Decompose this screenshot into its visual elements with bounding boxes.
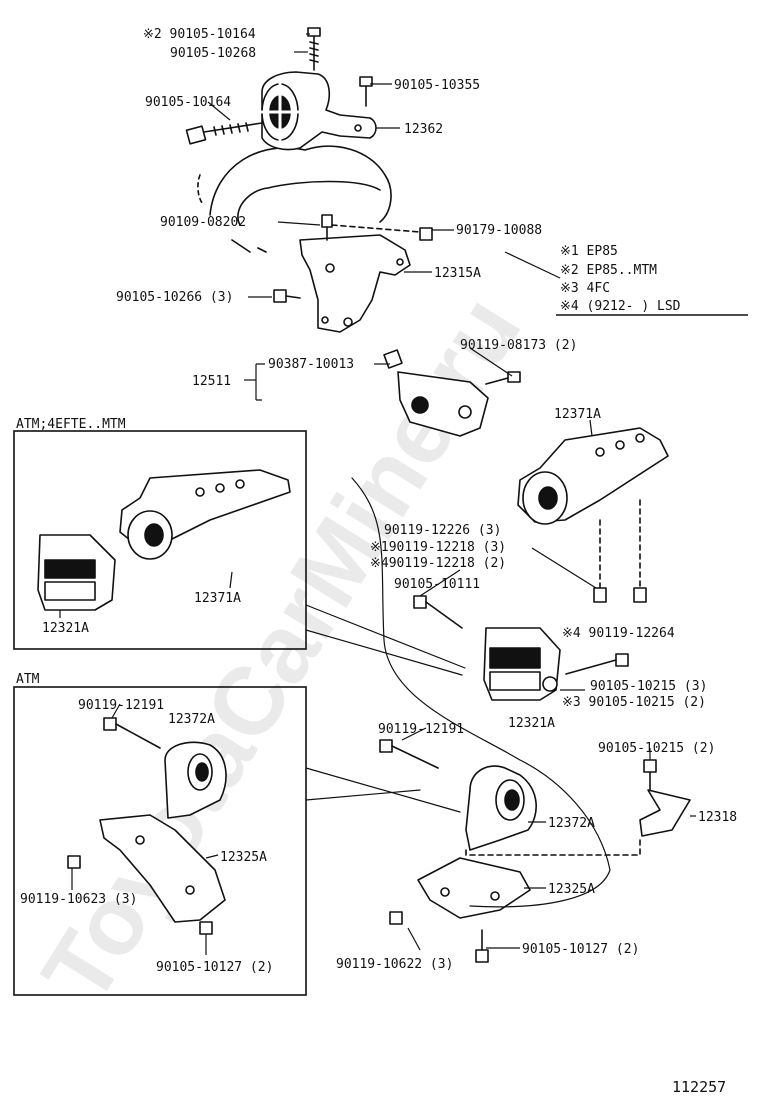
label-90105-10111: 90105-10111 xyxy=(394,577,480,592)
note-3: ※3 4FC xyxy=(560,281,610,296)
stay-12318 xyxy=(639,759,691,837)
label-90179-10088: 90179-10088 xyxy=(456,223,542,238)
label-12318: 12318 xyxy=(698,810,737,825)
bracket-12315a xyxy=(299,214,433,333)
label-12362: 12362 xyxy=(404,122,443,137)
label-90105-10266: 90105-10266 (3) xyxy=(116,290,233,305)
panel2-mount-12372a xyxy=(103,717,227,819)
label-90119-10622: 90119-10622 (3) xyxy=(336,957,453,972)
note-4: ※4 (9212- ) LSD xyxy=(560,299,681,314)
panel2-bracket-12325a xyxy=(67,814,226,935)
label-90105-10268: 90105-10268 xyxy=(170,46,256,61)
panel1-label-12321a: 12321A xyxy=(42,621,89,636)
connector-panel2b xyxy=(305,789,421,801)
panel2-label-12325a: 12325A xyxy=(220,850,267,865)
bracket-12325a-main xyxy=(389,839,641,963)
label-90119-12218-note4: ※490119-12218 (2) xyxy=(370,556,506,571)
panel-atm-title: ATM xyxy=(16,672,40,687)
leader-lines xyxy=(59,33,696,955)
label-90119-08173: 90119-08173 (2) xyxy=(460,338,577,353)
mount-12321a-main xyxy=(413,595,629,701)
bolt-90105-10355 xyxy=(359,76,373,107)
panel1-mount-12371a xyxy=(119,469,291,560)
label-90119-12264-note4: ※4 90119-12264 xyxy=(562,626,675,641)
label-90119-12226: 90119-12226 (3) xyxy=(384,523,501,538)
bolt-90105-10266 xyxy=(273,289,301,303)
bolt-90105-10268 xyxy=(307,27,321,71)
label-90387-10013: 90387-10013 xyxy=(268,357,354,372)
panel-atm-frame xyxy=(13,686,307,996)
notes-legend: ※1 EP85 ※2 EP85..MTM ※3 4FC ※4 (9212- ) … xyxy=(556,244,748,316)
panel-atm-4efte-title: ATM;4EFTE..MTM xyxy=(16,417,126,432)
connector-panel2 xyxy=(305,767,461,813)
label-90105-10164: 90105-10164 xyxy=(145,95,231,110)
panel-atm-4efte-frame xyxy=(13,430,307,650)
panel1-mount-12321a xyxy=(37,534,116,611)
label-12321a: 12321A xyxy=(508,716,555,731)
label-90105-10215-3: 90105-10215 (3) xyxy=(590,679,707,694)
connector-panel1b xyxy=(305,629,463,676)
panel1-label-12371a: 12371A xyxy=(194,591,241,606)
note-1: ※1 EP85 xyxy=(560,244,618,259)
drawing-number: 112257 xyxy=(672,1078,726,1096)
label-12315a: 12315A xyxy=(434,266,481,281)
insulator-12511 xyxy=(383,349,521,437)
label-90109-08202: 90109-08202 xyxy=(160,215,246,230)
panel2-label-90119-12191: 90119-12191 xyxy=(78,698,164,713)
panel2-label-12372a: 12372A xyxy=(168,712,215,727)
bolt-90105-10164 xyxy=(185,122,263,145)
parts-artwork xyxy=(37,27,691,963)
engine-outline xyxy=(209,145,392,253)
note-2: ※2 EP85..MTM xyxy=(560,263,657,278)
mount-12362 xyxy=(260,71,377,151)
harness-line xyxy=(351,477,611,908)
part-labels: ※2 90105-10164 90105-10268 90105-10355 9… xyxy=(20,27,737,975)
label-90105-10127: 90105-10127 (2) xyxy=(522,942,639,957)
label-90105-10215-2: 90105-10215 (2) xyxy=(598,741,715,756)
label-12511: 12511 xyxy=(192,374,231,389)
connector-panel1 xyxy=(305,604,466,669)
mount-12371a-main xyxy=(517,427,669,603)
label-90119-12191: 90119-12191 xyxy=(378,722,464,737)
label-90105-10355: 90105-10355 xyxy=(394,78,480,93)
label-12371a: 12371A xyxy=(554,407,601,422)
label-90119-12218-note1: ※190119-12218 (3) xyxy=(370,540,506,555)
label-90105-10215-note3: ※3 90105-10215 (2) xyxy=(562,695,706,710)
label-12372a: 12372A xyxy=(548,816,595,831)
label-90105-10164-note2: ※2 90105-10164 xyxy=(143,27,256,42)
mount-12372a-main xyxy=(379,739,537,851)
engine-outline-dash xyxy=(197,174,205,206)
panel2-label-90105-10127: 90105-10127 (2) xyxy=(156,960,273,975)
label-12325a: 12325A xyxy=(548,882,595,897)
panel2-label-90119-10623: 90119-10623 (3) xyxy=(20,892,137,907)
